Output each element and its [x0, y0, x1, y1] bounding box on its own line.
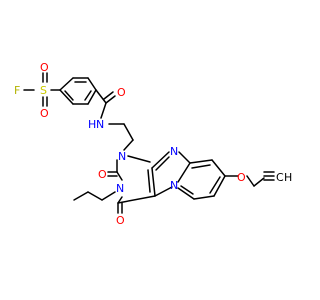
atom-n3: N [116, 182, 124, 195]
bond-benz-1 [59, 77, 74, 91]
bond-pyr-5-double [180, 185, 194, 195]
atom-n-bridge: N [170, 179, 178, 192]
bond-ring-carbonyl [95, 89, 107, 104]
bond-propyl-3 [73, 191, 89, 201]
bond-imid-c-nbridge [177, 162, 191, 183]
bond-benz-inner-3 [64, 90, 74, 101]
atom-h-amide: H [88, 118, 96, 131]
bond-c9a-n-imid-double [155, 156, 170, 171]
bond-pyr-1 [189, 159, 213, 164]
bond-benz-3 [87, 77, 97, 91]
bonds [23, 72, 275, 214]
bond-ch2-alkyne [253, 177, 265, 187]
bond-pyr-4 [193, 195, 215, 200]
bond-c4a-c9a [151, 167, 156, 197]
bond-pyr-1-double [191, 164, 211, 169]
bond-pyr-5 [177, 187, 195, 200]
bond-benz-inner-2 [84, 90, 92, 101]
atom-n-amide: N [96, 118, 104, 131]
bond-n3-c4 [117, 196, 123, 204]
atom-o-c4: O [116, 214, 125, 227]
atom-s: S [40, 84, 47, 97]
bond-linker-2 [123, 123, 134, 141]
bond-carbonyl-o-double [103, 91, 114, 100]
atom-o-ether: O [237, 171, 246, 184]
bond-pyr-2 [211, 159, 226, 177]
bond-n-imid-c [178, 151, 191, 164]
bond-pyr-3-double [209, 176, 221, 194]
bond-c2-n3 [116, 171, 123, 181]
bond-propyl-2 [87, 191, 103, 201]
atom-f: F [14, 84, 20, 97]
atom-o-amide: O [117, 86, 126, 99]
bond-carbonyl-n [100, 102, 107, 119]
atom-labels: F S O O O H N N N O N N O O C H [14, 61, 292, 227]
atom-o-c2: O [98, 168, 107, 181]
atom-h-alkyne: H [284, 171, 292, 184]
bond-c9a-n-imid [151, 151, 170, 169]
atom-o-sulfonyl-bottom: O [40, 107, 49, 120]
bond-c4a-c9a-double [147, 169, 151, 193]
bond-benz-6 [59, 89, 74, 105]
bond-carbonyl-o [105, 95, 116, 104]
bond-n1-c9a [127, 155, 151, 163]
bond-benz-4 [87, 89, 97, 105]
atom-n1: N [118, 150, 126, 163]
bond-o-ch2 [246, 175, 255, 187]
bond-propyl-1 [101, 191, 116, 201]
bond-nbridge-c4a [154, 186, 173, 197]
bond-c4-c4a [117, 195, 156, 204]
atom-c-alkyne: C [276, 171, 284, 184]
atom-n-imidazole: N [170, 145, 178, 158]
atom-o-sulfonyl-top: O [40, 61, 49, 74]
molecule-structure-diagram: F S O O O H N N N O N N O O C H [14, 61, 292, 227]
bond-pyr-3 [213, 175, 226, 197]
bond-linker-3 [123, 139, 134, 151]
